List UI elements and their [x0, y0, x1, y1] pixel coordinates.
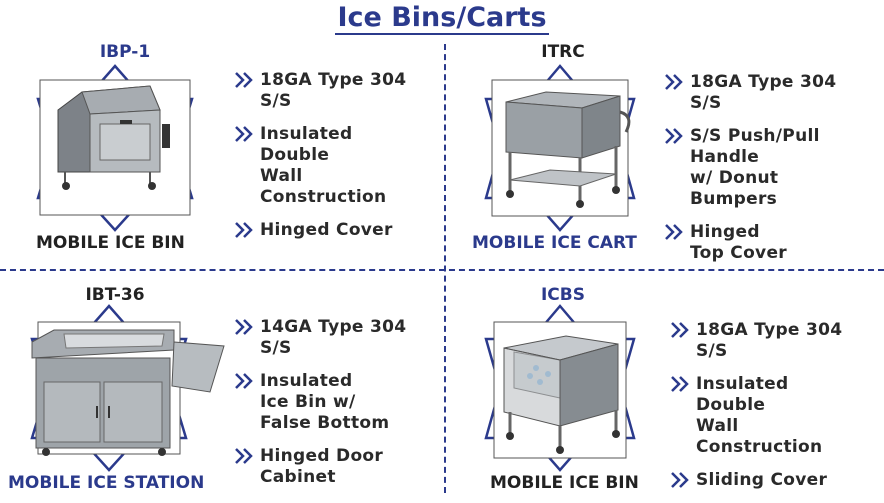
chevron-right-icon	[235, 222, 253, 238]
caption-icbs: MOBILE ICE BIN	[490, 473, 639, 493]
chevron-right-icon	[671, 322, 689, 338]
chevron-right-icon	[665, 128, 683, 144]
feature-item: 18GA Type 304 S/S	[670, 320, 875, 362]
chevron-right-icon	[235, 448, 253, 464]
feature-list-icbs: 18GA Type 304 S/S Insulated Double Wall …	[670, 320, 875, 503]
chevron-right-icon	[235, 72, 253, 88]
feature-item: Insulated Ice Bin w/ False Bottom	[234, 371, 439, 434]
caption-itrc: MOBILE ICE CART	[472, 233, 637, 253]
feature-item: 18GA Type 304 S/S	[234, 70, 434, 112]
horizontal-divider	[0, 269, 884, 271]
chevron-right-icon	[671, 376, 689, 392]
vertical-divider	[444, 44, 446, 493]
feature-list-ibp1: 18GA Type 304 S/S Insulated Double Wall …	[234, 70, 434, 253]
caption-ibt36: MOBILE ICE STATION	[8, 473, 205, 493]
feature-item: S/S Push/Pull Handle w/ Donut Bumpers	[664, 126, 874, 210]
feature-item: Hinged Top Cover	[664, 222, 874, 264]
model-label-icbs: ICBS	[540, 285, 585, 305]
caption-ibp1: MOBILE ICE BIN	[36, 233, 185, 253]
product-image-ibt36	[14, 302, 234, 474]
feature-item: 18GA Type 304 S/S	[664, 72, 874, 114]
product-image-ibp1	[20, 62, 210, 234]
chevron-right-icon	[235, 373, 253, 389]
feature-item: Hinged Door Cabinet	[234, 446, 439, 488]
chevron-right-icon	[235, 319, 253, 335]
chevron-right-icon	[235, 126, 253, 142]
feature-item: Insulated Double Wall Construction	[234, 124, 434, 208]
page-title: Ice Bins/Carts	[335, 2, 549, 35]
product-image-itrc	[470, 62, 650, 234]
model-label-itrc: ITRC	[541, 42, 585, 62]
feature-item: Insulated Double Wall Construction	[670, 374, 875, 458]
chevron-right-icon	[665, 74, 683, 90]
feature-list-ibt36: 14GA Type 304 S/S Insulated Ice Bin w/ F…	[234, 317, 439, 500]
feature-list-itrc: 18GA Type 304 S/S S/S Push/Pull Handle w…	[664, 72, 874, 276]
chevron-right-icon	[671, 472, 689, 488]
feature-item: Sliding Cover	[670, 470, 875, 491]
product-image-icbs	[470, 302, 650, 474]
feature-item: 14GA Type 304 S/S	[234, 317, 439, 359]
model-label-ibp1: IBP-1	[99, 42, 151, 62]
chevron-right-icon	[665, 224, 683, 240]
model-label-ibt36: IBT-36	[85, 285, 145, 305]
feature-item: Hinged Cover	[234, 220, 434, 241]
